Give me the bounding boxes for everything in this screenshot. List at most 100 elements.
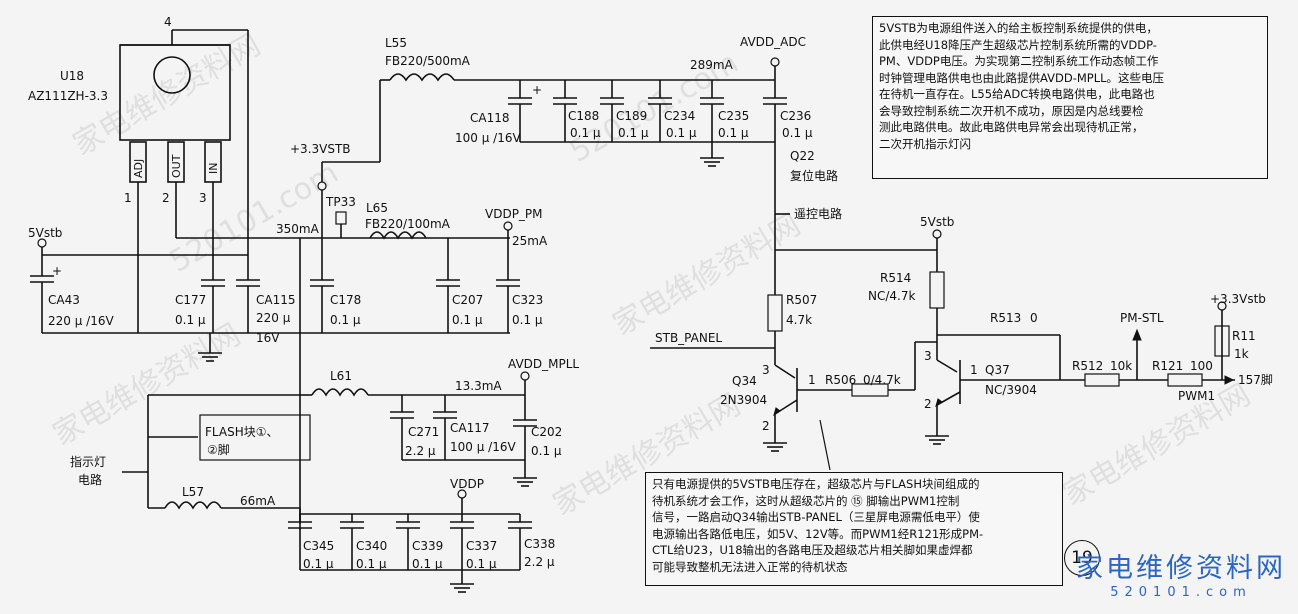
q22-desc: 复位电路 (790, 168, 838, 183)
q37-pin1: 1 (970, 363, 978, 377)
ca118-value: 100 μ /16V (455, 131, 521, 145)
note-bottom: 只有电源提供的5VSTB电压存在，超级芯片与FLASH块间组成的 待机系统才会工… (645, 472, 1063, 586)
u18-part: AZ111ZH-3.3 (28, 89, 108, 103)
cap-ca115 (235, 279, 261, 333)
net-5vstb-right: 5Vstb (920, 215, 954, 229)
c234-value: 0.1 μ (666, 126, 697, 140)
q37-pin3: 3 (924, 349, 932, 363)
current-66ma: 66mA (240, 494, 276, 508)
q37-ref: Q37 (985, 363, 1010, 377)
l65-value: FB220/100mA (365, 217, 451, 231)
svg-text:+: + (52, 264, 62, 278)
u18-pin2-num: 2 (162, 191, 170, 205)
site-logo: 家电维修资料网 520101.com (1076, 546, 1286, 600)
c339-value: 0.1 μ (412, 557, 443, 571)
c177-value: 0.1 μ (175, 313, 206, 327)
net-stb-panel: STB_PANEL (655, 331, 722, 345)
net-avdd-adc: AVDD_ADC (740, 35, 806, 49)
u18-pin1-num: 1 (124, 191, 132, 205)
c178-ref: C178 (330, 293, 361, 307)
c188-value: 0.1 μ (570, 126, 601, 140)
u18-tab-pin: 4 (164, 15, 172, 29)
l55-ref: L55 (385, 36, 407, 50)
c189-value: 0.1 μ (618, 126, 649, 140)
transistor-q37 (924, 229, 1235, 445)
l55-value: FB220/500mA (385, 54, 471, 68)
net-pwm1: PWM1 (1178, 389, 1215, 403)
r506-ref: R506 (825, 373, 856, 387)
note-top-right: 5VSTB为电源组件送入的给主板控制系统提供的供电， 此供电经U18降压产生超级… (872, 16, 1268, 179)
r513-value: 0 (1030, 311, 1038, 325)
net-pin157: 157脚 (1238, 372, 1273, 387)
r507-value: 4.7k (786, 313, 812, 327)
logo-title: 家电维修资料网 (1076, 553, 1286, 584)
u18-pin-out: OUT (170, 154, 183, 178)
c271-ref: C271 (408, 425, 439, 439)
c188-ref: C188 (568, 109, 599, 123)
inductor-l65 (369, 231, 427, 240)
u18-pin-in: IN (207, 163, 220, 174)
c323-ref: C323 (512, 293, 543, 307)
current-350ma: 350mA (276, 222, 320, 236)
q34-ref: Q34 (732, 374, 757, 388)
u18-pin3-num: 3 (199, 191, 207, 205)
r121-value: 100 (1190, 359, 1213, 373)
c178-value: 0.1 μ (330, 313, 361, 327)
q34-part: 2N3904 (720, 393, 767, 407)
c337-value: 0.1 μ (466, 557, 497, 571)
note-pointer (819, 419, 831, 471)
c236-value: 0.1 μ (782, 126, 813, 140)
ca115-ref: CA115 (256, 293, 296, 307)
net-pm-stl: PM-STL (1120, 311, 1164, 325)
c340-ref: C340 (356, 539, 387, 553)
u18-pin-adj: ADJ (132, 159, 145, 178)
q37-part: NC/3904 (985, 383, 1037, 397)
avdd-adc-caps: + (507, 57, 788, 167)
r514-value: NC/4.7k (868, 289, 915, 303)
ca117-ref: CA117 (450, 421, 490, 435)
flash-label-line1: FLASH块①、 (205, 425, 278, 439)
l57-ref: L57 (182, 485, 204, 499)
net-33vstb-right: +3.3Vstb (1210, 292, 1266, 306)
q34-pin3: 3 (762, 363, 770, 377)
c338-ref: C338 (524, 537, 555, 551)
net-vddp: VDDP (450, 477, 484, 491)
net-vddp-pm-branch (435, 221, 521, 333)
regulator-u18 (119, 29, 249, 333)
c177-ref: C177 (175, 293, 206, 307)
output-33v-rail (176, 80, 510, 530)
r514-ref: R514 (880, 271, 911, 285)
c345-value: 0.1 μ (303, 557, 334, 571)
c207-ref: C207 (452, 293, 483, 307)
flash-label-line2: ②脚 (207, 442, 230, 457)
svg-text:+: + (532, 83, 542, 97)
c271-value: 2.2 μ (405, 444, 436, 458)
c345-ref: C345 (303, 539, 334, 553)
current-289ma: 289mA (690, 58, 734, 72)
c234-ref: C234 (664, 109, 695, 123)
c235-value: 0.1 μ (718, 126, 749, 140)
r507-ref: R507 (786, 293, 817, 307)
c340-value: 0.1 μ (356, 557, 387, 571)
c189-ref: C189 (616, 109, 647, 123)
page-number: 19 (1064, 540, 1100, 576)
logo-url: 520101.com (1110, 585, 1252, 600)
r121-ref: R121 (1152, 359, 1183, 373)
transistor-q34 (762, 341, 937, 452)
vddp-caps (287, 489, 533, 593)
u18-ref: U18 (60, 69, 84, 83)
r11-ref: R11 (1232, 329, 1256, 343)
c202-value: 0.1 μ (531, 444, 562, 458)
net-33vstb: +3.3VSTB (290, 142, 351, 156)
cap-c177 (200, 255, 226, 333)
current-13ma: 13.3mA (455, 379, 502, 393)
r513-ref: R513 (990, 311, 1021, 325)
ca117-value: 100 μ /16V (450, 440, 516, 454)
q34-pin2: 2 (762, 419, 770, 433)
c207-value: 0.1 μ (452, 313, 483, 327)
indicator-label-line2: 电路 (78, 472, 102, 487)
l65-ref: L65 (366, 201, 388, 215)
current-25ma: 25mA (512, 234, 548, 248)
